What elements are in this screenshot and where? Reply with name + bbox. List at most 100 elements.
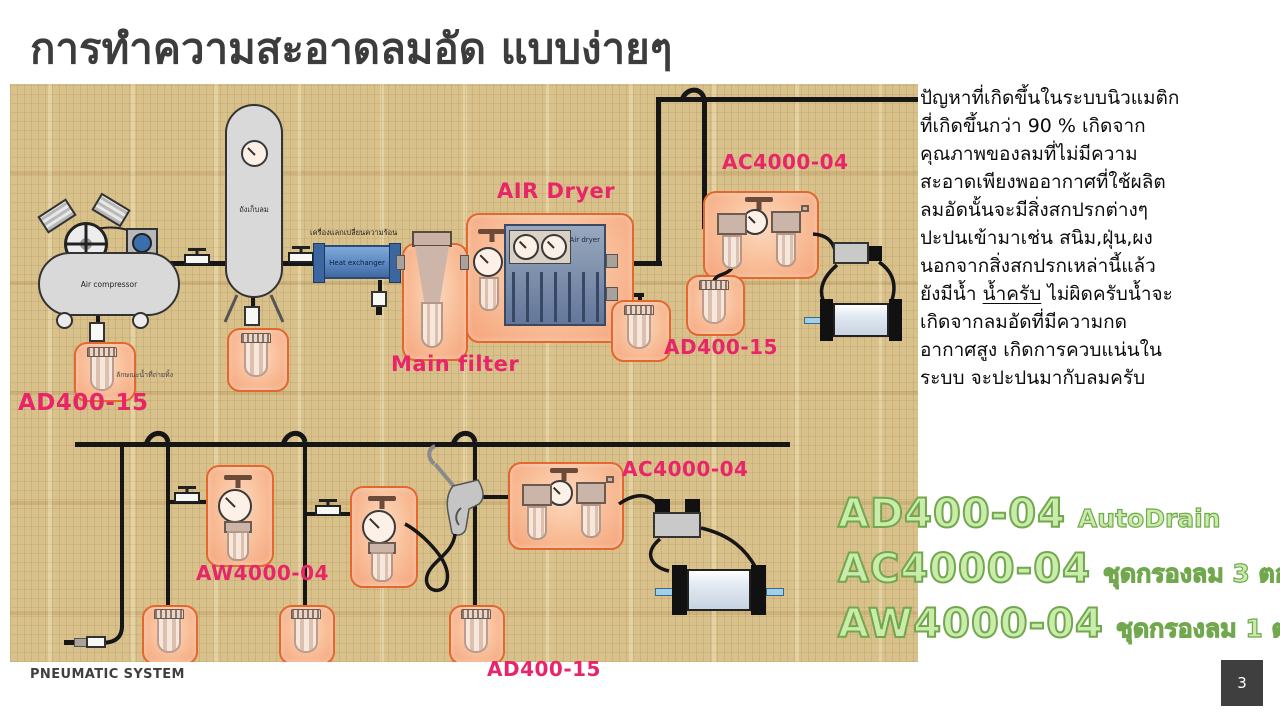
label-main-filter: Main filter — [391, 352, 520, 376]
solenoid-bottom-pilot-right — [685, 499, 700, 512]
label-frl-bottom: AC4000-04 — [622, 457, 749, 481]
drop2-pipe — [303, 442, 307, 609]
paragraph-line: เกิดจากลมอัดที่มีความกด — [920, 311, 1128, 333]
dryer-condenser-fins — [512, 272, 602, 322]
product-legend: AD400-04 AutoDrain AC4000-04 ชุดกรองลม 3… — [837, 490, 1280, 655]
tank-pressure-gauge — [241, 140, 268, 167]
blow-fitting-body — [86, 636, 106, 648]
cylinder-top-body — [833, 303, 889, 337]
highlight-drain-compressor — [74, 342, 136, 402]
branch3-pipe — [475, 495, 511, 499]
frl-top-filter-bowl — [722, 235, 742, 269]
gooseneck-drop2 — [280, 430, 308, 446]
frl-top-filter-head — [717, 213, 747, 235]
legend-code: AW4000-04 — [837, 600, 1104, 648]
frl-bottom-lubricator-bowl — [581, 504, 601, 538]
pneumatic-diagram: Air compressor ถังเก็บลม เครื่องแลกเปลี่… — [10, 84, 918, 662]
page-title: การทำความสะอาดลมอัด แบบง่ายๆ — [30, 24, 673, 73]
compressor-drain-valve — [89, 322, 105, 342]
legend-item-aw4000: AW4000-04 ชุดกรองลม 1 ตอน — [837, 600, 1280, 648]
compressor-wheel-right — [132, 312, 149, 329]
blowgun-trigger — [455, 507, 462, 526]
paragraph-line: คุณภาพของลมที่ไม่มีความ — [920, 143, 1138, 165]
cylinder-bottom-rod-right — [766, 588, 784, 596]
label-drain-mid: AD400-15 — [664, 335, 778, 359]
autodrain-tank — [238, 333, 274, 381]
aw2-bowl — [371, 552, 393, 582]
label-air-dryer: AIR Dryer — [497, 179, 616, 203]
legend-item-ac4000: AC4000-04 ชุดกรองลม 3 ตอน — [837, 545, 1280, 593]
footer-title: PNEUMATIC SYSTEM — [30, 667, 185, 682]
dryer-regulator-handle — [478, 229, 506, 234]
compressor-wheel-left — [56, 312, 73, 329]
frl-top-lubricator-head — [771, 211, 801, 233]
description-paragraph: ปัญหาที่เกิดขึ้นในระบบนิวแมติก ที่เกิดขึ… — [920, 84, 1274, 392]
gooseneck-top — [679, 87, 707, 102]
top-header-pipe — [656, 97, 918, 102]
solenoid-valve-bottom — [653, 512, 701, 538]
aw2-handle — [368, 496, 396, 501]
solenoid-bottom-pilot-left — [655, 499, 670, 512]
heat-exchanger-body: Heat exchanger — [313, 243, 401, 283]
autodrain-drop3 — [458, 609, 494, 657]
hose-frl-solenoid-top — [812, 232, 837, 251]
gooseneck-drop3 — [450, 430, 478, 446]
ball-valve-branch1 — [174, 492, 200, 503]
page-number: 3 — [1237, 674, 1247, 692]
heat-exchanger-thai-label: เครื่องแลกเปลี่ยนความร้อน — [310, 228, 398, 237]
hose-frl-solenoid-bottom — [617, 494, 662, 512]
dryer-gauge-2 — [541, 234, 567, 260]
dryer-outlet-fitting-upper — [606, 254, 618, 268]
frl-top-drain-tube — [712, 266, 734, 282]
frl-top-nub — [801, 205, 809, 212]
cylinder-bottom-rod-left — [655, 588, 673, 596]
drop1-pipe — [166, 442, 170, 609]
aw2-gauge — [362, 510, 396, 544]
legend-code: AD400-04 — [837, 490, 1066, 538]
water-underlined: น้ำครับ — [982, 283, 1042, 305]
dryer-regulator-bowl — [479, 277, 499, 311]
dryer-gauge-1 — [513, 234, 539, 260]
water-post: ไม่ผิดครับน้ำจะ — [1041, 283, 1173, 305]
hose-solenoid-cylinder-left-top — [819, 263, 839, 301]
label-aw-unit: AW4000-04 — [196, 561, 329, 585]
compressor-tank-body: Air compressor — [38, 252, 180, 316]
main-filter-head — [412, 231, 452, 247]
frl-bottom-lubricator-head — [576, 482, 606, 504]
tank-label: ถังเก็บลม — [239, 205, 269, 214]
solenoid-top-connector — [869, 246, 882, 261]
autodrain-drop2 — [288, 609, 324, 657]
dryer-regulator-gauge — [473, 247, 503, 277]
main-filter-outlet-fitting — [460, 255, 469, 270]
dryer-outlet-fitting-lower — [606, 287, 618, 301]
frl-bottom-handle — [550, 468, 578, 473]
motor-fan-icon — [132, 233, 152, 253]
tank-drain-valve — [244, 306, 260, 326]
air-dryer-cabinet: Air dryer — [504, 224, 606, 326]
top-drop-pipe — [702, 97, 707, 229]
cylinder-top-rod — [804, 317, 821, 324]
tank-drain-pipe — [251, 297, 255, 313]
hose-solenoid-cylinder-right-top — [877, 260, 896, 301]
hx-drain-valve — [371, 291, 387, 307]
paragraph-line: ที่เกิดขึ้นกว่า 90 % เกิดจาก — [920, 115, 1146, 137]
flywheel-spoke-v — [84, 225, 88, 263]
blowgun-hose — [404, 522, 457, 592]
aw1-handle — [224, 475, 252, 480]
aw1-bowl — [227, 531, 249, 561]
hx-drain-pipe — [378, 280, 382, 292]
cylinder-top-cap-left — [820, 299, 833, 341]
hose-solenoid-cylinder-left-bottom — [648, 537, 670, 573]
paragraph-line: ระบบ จะปะปนมากับลมครับ — [920, 367, 1146, 389]
autodrain-dryer — [621, 305, 657, 353]
ball-valve-branch2 — [315, 505, 341, 516]
label-drain-bottom: AD400-15 — [487, 657, 601, 681]
heat-exchanger-label: Heat exchanger — [329, 259, 385, 267]
gooseneck-drop1 — [143, 430, 171, 446]
drop3-pipe — [473, 442, 477, 609]
frl-bottom-filter-head — [522, 484, 552, 506]
aw-unit-2 — [350, 486, 414, 584]
hx-drain-tip — [376, 307, 382, 315]
diagram-overlay — [87, 87, 896, 645]
frl-top-lubricator-bowl — [776, 233, 796, 267]
